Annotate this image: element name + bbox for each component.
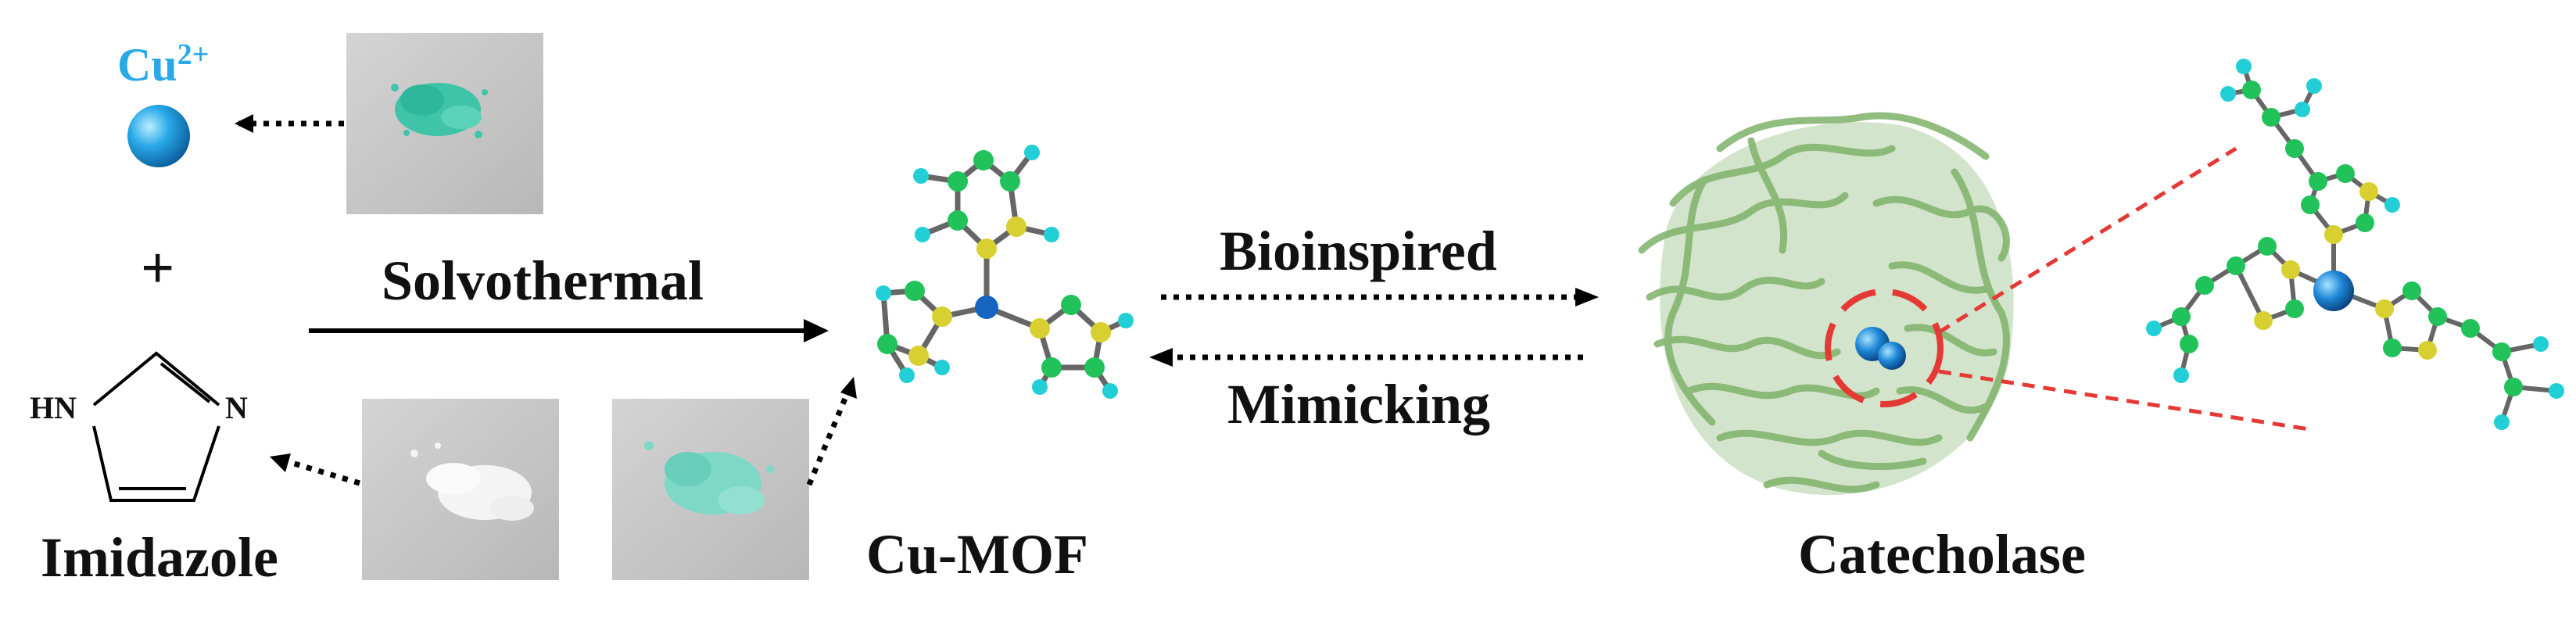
arrow-salt-to-cu [235, 114, 344, 133]
bioinspired-label: Bioinspired [1220, 220, 1497, 282]
active-site-circle [1825, 288, 1944, 407]
imidazole-structure [92, 351, 220, 502]
mimicking-label: Mimicking [1227, 373, 1490, 435]
cumof-powder-photo [612, 399, 809, 580]
active-site-model-atoms [2146, 59, 2564, 430]
zoom-line-top [1937, 146, 2237, 335]
catecholase-label: Catecholase [1798, 523, 2086, 586]
cumof-atoms [876, 145, 1134, 399]
imidazole-label: Imidazole [41, 526, 278, 589]
solvothermal-arrow [309, 319, 829, 342]
arrow-powder-to-imidazole [270, 453, 361, 486]
cu-ion [127, 105, 190, 167]
active-site [1825, 146, 2315, 432]
catecholase-protein [1638, 112, 2010, 493]
plus-sign: + [141, 235, 175, 301]
bioinspired-arrow [1161, 288, 1599, 306]
catecholase-protein-fill [1660, 122, 2014, 496]
imidazole-n-label: N [225, 390, 248, 425]
arrow-photo-to-cumof [806, 377, 857, 486]
cu-ion-label: Cu2+ [117, 38, 209, 92]
cumof-label: Cu-MOF [866, 523, 1088, 586]
cu-ion-label-base: Cu [117, 39, 177, 91]
solvothermal-label: Solvothermal [382, 249, 704, 312]
imidazole-powder-photo [362, 399, 559, 580]
active-site-model [2152, 66, 2557, 423]
cu-ion-label-charge: 2+ [177, 38, 210, 71]
imidazole-hn-label: HN [30, 390, 77, 425]
cu-ion-sphere [127, 105, 190, 167]
mimicking-arrow [1149, 348, 1583, 367]
copper-salt-photo [346, 33, 543, 214]
